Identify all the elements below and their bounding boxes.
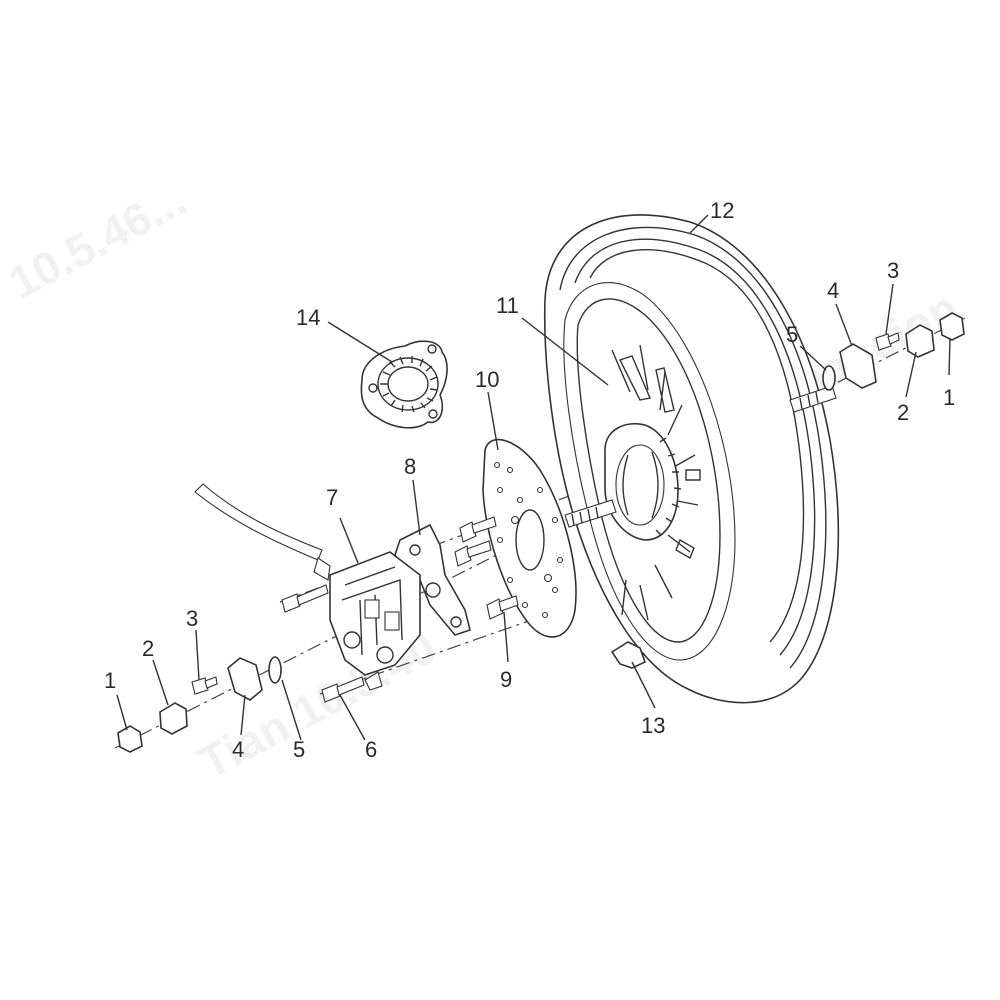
leader-2b [905,351,917,398]
leader-6 [339,694,366,741]
callout-3-right: 3 [887,258,899,283]
tire-valve [610,641,646,669]
axle-plate-left [227,657,263,701]
callout-1-left: 1 [104,668,116,693]
washer-right [822,365,836,391]
axle-spacer-left [159,702,188,735]
leader-2a [152,659,169,706]
axle-plate-right [839,343,877,389]
leader-13 [631,661,656,709]
axle-spacer-right [905,324,935,358]
leader-12 [689,214,709,234]
callout-12: 12 [710,198,734,223]
leader-9 [503,611,509,663]
callout-10: 10 [475,367,499,392]
axle-nut-right [939,312,965,341]
leader-8 [412,479,421,536]
callout-1-right: 1 [943,385,955,410]
leader-1b [948,337,951,376]
wheel-tire-assembly [543,214,840,704]
bolt-axis-lower [319,609,561,695]
leader-10 [487,391,499,451]
leader-5a [281,679,302,741]
callout-5-left: 5 [293,737,305,762]
leader-3a [195,629,200,681]
leader-3b [885,283,894,335]
adjuster-bolt-left [191,676,218,695]
leader-1a [116,694,128,731]
callout-11: 11 [496,293,519,318]
callout-2-right: 2 [897,400,909,425]
leader-11 [521,317,609,386]
callout-4-left: 4 [232,737,244,762]
axle-nut-left [117,725,143,753]
leader-4a [240,694,246,736]
washer-left [268,656,282,684]
disc-bolt-middle [454,540,492,567]
watermark-text-1: 10.5.46... [0,173,194,309]
callout-2-left: 2 [142,636,154,661]
brake-caliper [194,483,421,691]
disc-bolt-upper [459,516,497,543]
leader-14 [327,321,393,363]
callout-3-left: 3 [186,606,198,631]
callout-14: 14 [296,305,320,330]
callout-7: 7 [326,485,338,510]
callout-13: 13 [641,713,665,738]
callout-4-right: 4 [827,278,839,303]
brake-disc [482,438,577,638]
callout-8: 8 [404,454,416,479]
callout-6: 6 [365,737,377,762]
disc-bolt-lower [486,595,519,620]
leader-5b [799,345,827,371]
abs-sensor-ring [360,340,448,429]
callout-5-right: 5 [786,322,798,347]
leader-7 [339,517,359,564]
callout-9: 9 [500,667,512,692]
adjuster-bolt-right [875,332,900,351]
leader-4b [835,303,853,347]
caliper-bolt-upper [281,584,329,613]
caliper-bolt-lower [321,676,365,703]
